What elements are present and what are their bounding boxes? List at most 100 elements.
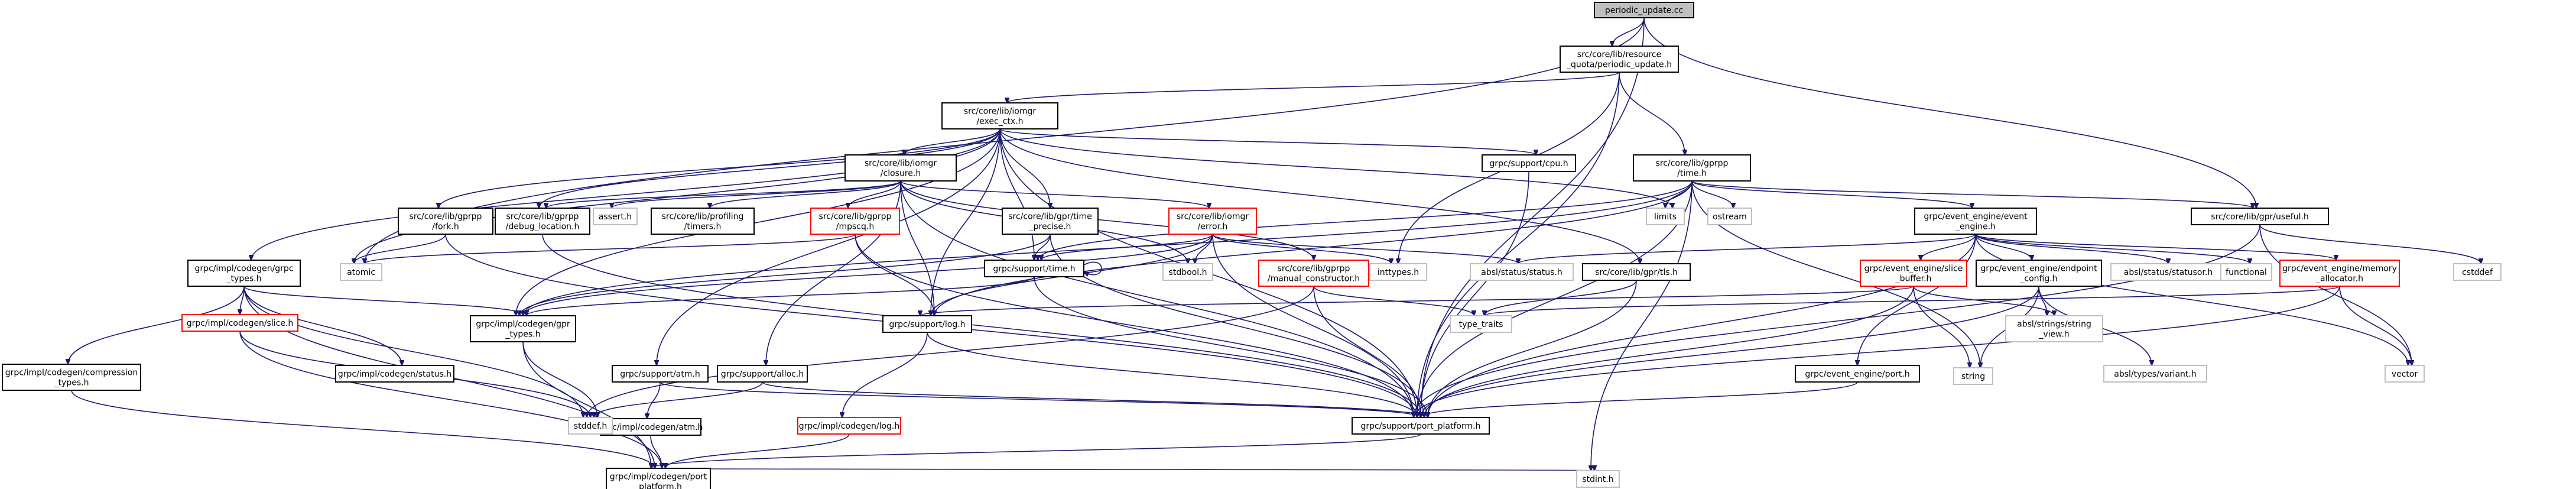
edge-manual-to-stddef: [587, 286, 1314, 417]
node-exec[interactable]: src/core/lib/iomgr/exec_ctx.h: [941, 102, 1058, 129]
node-box: [600, 418, 701, 436]
edge-slog-to-sport: [927, 332, 1417, 417]
node-box: [593, 208, 638, 225]
node-box: [810, 208, 900, 235]
node-limits[interactable]: limits: [1646, 208, 1685, 225]
node-label: /time.h: [1677, 169, 1707, 179]
edges-layer: [68, 17, 2481, 471]
node-manual[interactable]: src/core/lib/gprpp/manual_constructor.h: [1258, 260, 1369, 287]
edge-error-to-abslstatus: [1212, 234, 1518, 264]
node-label: src/core/lib/gprpp: [1278, 264, 1350, 274]
node-useful[interactable]: src/core/lib/gpr/useful.h: [2191, 208, 2329, 225]
edge-satm-to-sport: [660, 381, 1421, 417]
node-mpscq[interactable]: src/core/lib/gprpp/mpscq.h: [810, 208, 900, 235]
edge-endcfg-to-sport: [1421, 286, 2039, 417]
node-box: [1582, 263, 1691, 281]
node-eport[interactable]: grpc/event_engine/port.h: [1795, 365, 1920, 383]
node-resq[interactable]: src/core/lib/resource_quota/periodic_upd…: [1560, 46, 1679, 73]
node-label: grpc/support/log.h: [889, 320, 965, 329]
node-ostream[interactable]: ostream: [1707, 208, 1752, 225]
node-istatus[interactable]: grpc/impl/codegen/status.h: [335, 365, 454, 383]
edge-slog-to-ilog: [842, 332, 928, 417]
edge-mpscq-to-atomic: [365, 234, 856, 264]
edge-eeng-to-vector: [1975, 234, 2408, 365]
node-label: _platform.h: [634, 482, 682, 489]
node-grpctypes[interactable]: grpc/impl/codegen/grpc_types.h: [187, 260, 301, 287]
node-memalloc[interactable]: grpc/event_engine/memory_allocator.h: [2279, 260, 2400, 287]
node-gcpu[interactable]: grpc/support/cpu.h: [1482, 154, 1576, 172]
node-vector[interactable]: vector: [2385, 365, 2425, 383]
node-stime[interactable]: grpc/support/time.h: [984, 260, 1084, 277]
node-satm[interactable]: grpc/support/atm.h: [612, 365, 709, 383]
node-stdbool[interactable]: stdbool.h: [1162, 263, 1213, 281]
node-string[interactable]: string: [1953, 367, 1993, 385]
node-label: grpc/event_engine/memory: [2282, 264, 2397, 274]
node-iport[interactable]: grpc/impl/codegen/port_platform.h: [606, 468, 711, 489]
node-timers[interactable]: src/core/lib/profiling/timers.h: [651, 208, 755, 235]
edge-iatm-to-iport: [650, 435, 662, 468]
edge-gtime-to-slog: [934, 180, 1693, 316]
node-atomic[interactable]: atomic: [340, 263, 382, 281]
edge-gprtls-to-typetraits: [1484, 280, 1637, 316]
node-label: grpc/impl/codegen/slice.h: [187, 319, 294, 328]
edge-memalloc-to-sport: [1414, 286, 2340, 417]
node-label: grpc/support/atm.h: [620, 370, 700, 379]
edge-error-to-sport: [1212, 234, 1414, 417]
node-abslstatus[interactable]: absl/status/status.h: [1470, 263, 1574, 281]
node-box: [1976, 260, 2102, 287]
node-gprtime[interactable]: src/core/lib/gpr/time_precise.h: [1002, 208, 1099, 235]
node-variant[interactable]: absl/types/variant.h: [2103, 365, 2207, 383]
node-box: [1914, 208, 2037, 235]
node-box: [2110, 263, 2226, 281]
node-slog[interactable]: grpc/support/log.h: [882, 315, 972, 333]
node-gprtypes[interactable]: grpc/impl/codegen/gpr_types.h: [470, 315, 576, 342]
node-slicebuf[interactable]: grpc/event_engine/slice_buffer.h: [1860, 260, 1967, 287]
node-stddef[interactable]: stddef.h: [568, 417, 613, 435]
node-strview[interactable]: absl/strings/string_view.h: [2005, 315, 2103, 342]
node-sport[interactable]: grpc/support/port_platform.h: [1352, 417, 1490, 435]
node-stdint[interactable]: stdint.h: [1576, 470, 1620, 488]
node-box: [1576, 470, 1620, 488]
node-functional[interactable]: functional: [2220, 263, 2272, 281]
node-label: _precise.h: [1029, 222, 1071, 232]
node-label: src/core/lib/iomgr: [865, 159, 937, 169]
edge-sport-to-iport: [651, 433, 1421, 468]
node-ilog[interactable]: grpc/impl/codegen/log.h: [797, 417, 901, 435]
node-assert[interactable]: assert.h: [593, 208, 638, 225]
node-error[interactable]: src/core/lib/iomgr/error.h: [1168, 208, 1257, 235]
node-closure[interactable]: src/core/lib/iomgr/closure.h: [844, 154, 957, 182]
node-label: _types.h: [505, 330, 541, 339]
node-dbgloc[interactable]: src/core/lib/gprpp/debug_location.h: [495, 208, 590, 235]
edge-eeng-to-memalloc: [1975, 234, 2336, 260]
node-iatm[interactable]: grpc/impl/codegen/atm.h: [599, 418, 703, 436]
node-box: [882, 315, 972, 333]
node-root[interactable]: periodic_update.cc: [1594, 2, 1694, 18]
edge-islice-to-iport: [239, 331, 662, 468]
node-box: [568, 417, 613, 435]
edge-dbgloc-to-sport: [542, 234, 1421, 417]
node-inttypes[interactable]: inttypes.h: [1369, 263, 1427, 281]
edge-useful-to-sport: [1414, 224, 2260, 417]
edge-closure-to-error: [900, 180, 1209, 208]
node-box: [2220, 263, 2272, 281]
node-box: [1369, 263, 1427, 281]
node-statusor[interactable]: absl/status/statusor.h: [2110, 263, 2226, 281]
edge-exec-to-gcpu: [999, 128, 1536, 155]
node-salloc[interactable]: grpc/support/alloc.h: [717, 365, 808, 383]
node-endcfg[interactable]: grpc/event_engine/endpoint_config.h: [1976, 260, 2102, 287]
edge-manual-to-sport: [1313, 286, 1421, 417]
node-label: periodic_update.cc: [1605, 6, 1683, 15]
node-islice[interactable]: grpc/impl/codegen/slice.h: [181, 314, 298, 332]
node-gtime[interactable]: src/core/lib/gprpp/time.h: [1633, 154, 1751, 182]
edge-gtime-to-useful: [1691, 180, 2253, 208]
node-cstddef[interactable]: cstddef: [2453, 263, 2502, 281]
node-fork[interactable]: src/core/lib/gprpp/fork.h: [398, 208, 493, 235]
node-eeng[interactable]: grpc/event_engine/event_engine.h: [1914, 208, 2037, 235]
node-label: /manual_constructor.h: [1268, 274, 1360, 284]
node-typetraits[interactable]: type_traits: [1450, 315, 1512, 333]
node-label: src/core/lib/gpr/tls.h: [1595, 268, 1678, 277]
node-gprtls[interactable]: src/core/lib/gpr/tls.h: [1582, 263, 1691, 281]
node-compr[interactable]: grpc/impl/codegen/compression_types.h: [2, 364, 141, 391]
node-label: grpc/impl/codegen/port: [610, 472, 707, 482]
